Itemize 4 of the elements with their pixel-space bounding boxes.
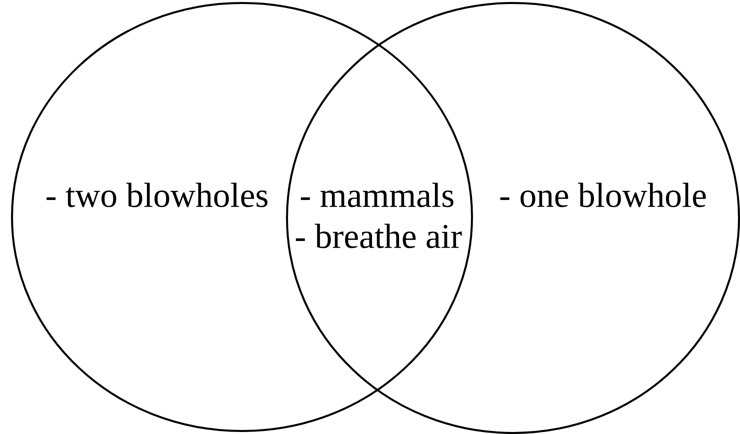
overlap-label: - mammals [300, 182, 454, 208]
circle-label: - one blowhole [500, 182, 706, 208]
overlap-label: - breathe air [296, 224, 462, 248]
circle-label: - two blowholes [46, 182, 268, 208]
